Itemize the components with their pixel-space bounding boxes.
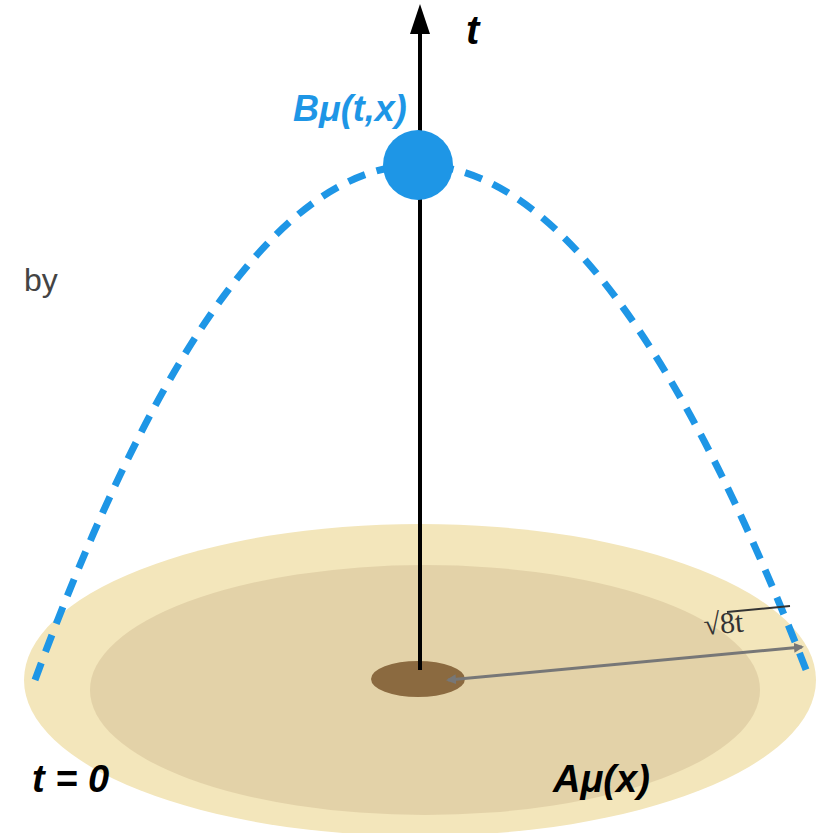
radius-label: √8t [702,605,745,642]
time-zero-label: t = 0 [32,758,109,801]
axis-label: t [466,8,479,53]
dashed-parabola [35,165,810,680]
time-axis [418,32,422,670]
field-point [383,130,453,200]
inner-disk [90,565,760,815]
cropped-text: by [24,262,58,299]
field-label: Bμ(t,x) [293,88,407,130]
initial-field-label: Aμ(x) [553,758,650,801]
radius-arrow [448,647,802,680]
axis-arrowhead [410,4,430,34]
